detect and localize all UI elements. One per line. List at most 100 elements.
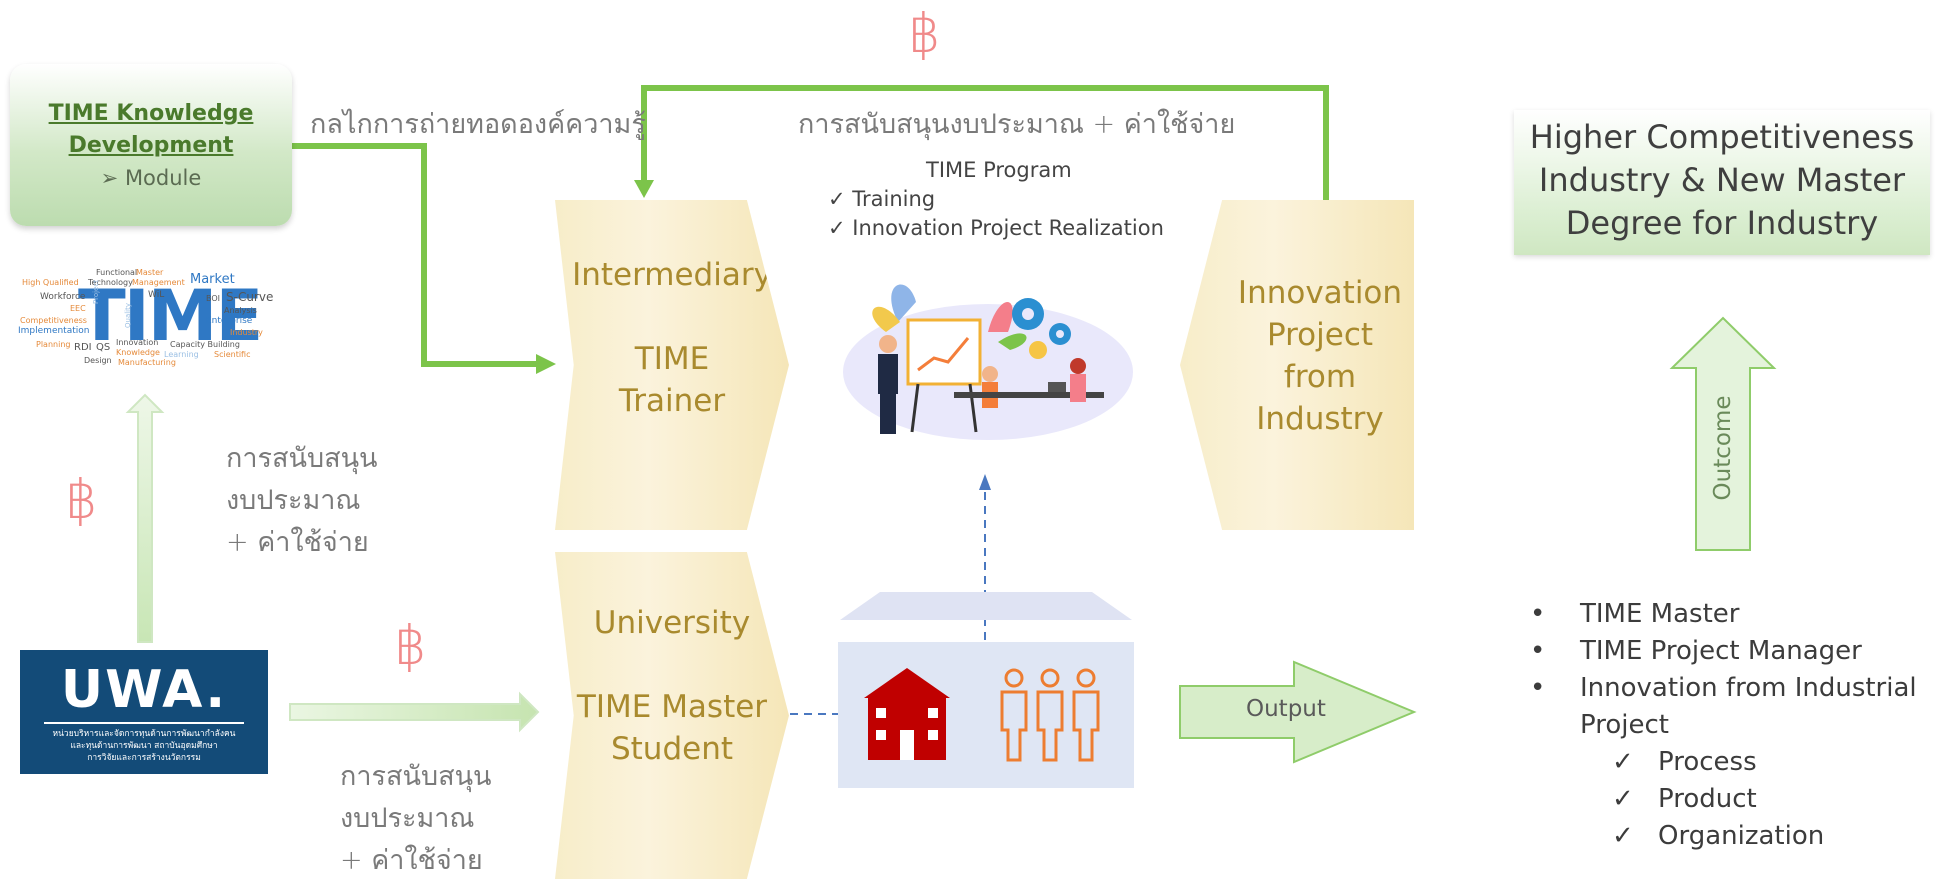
wordcloud-word: Enterprise bbox=[206, 316, 253, 326]
wordcloud-word: Management bbox=[132, 278, 185, 287]
wordcloud-word: Implementation bbox=[18, 326, 90, 336]
outcome-line2: Industry & New Master bbox=[1538, 161, 1906, 199]
time-program-block: TIME Program ✓ Training ✓ Innovation Pro… bbox=[820, 156, 1164, 243]
upw-logo-text: UWA. bbox=[60, 660, 228, 720]
wordcloud-word: High Qualified bbox=[22, 278, 79, 287]
program-title: TIME Program bbox=[926, 158, 1072, 182]
transfer-mechanism-label: กลไกการถ่ายทอดองค์ความรู้ bbox=[310, 109, 646, 140]
knowledge-to-trainer-arrow bbox=[292, 143, 538, 367]
leaf-shape bbox=[988, 302, 1013, 332]
upw-line2: และทุนด้านการพัฒนา สถาบันอุดมศึกษา bbox=[70, 741, 218, 751]
output-arrow-label: Output bbox=[1246, 696, 1326, 722]
leaf-shape bbox=[891, 284, 916, 322]
knowledge-development-card: TIME Knowledge Development ➢ Module bbox=[10, 64, 292, 226]
intermediary-line3: Trainer bbox=[618, 383, 726, 419]
budget-support-top-label: การสนับสนุนงบประมาณ + ค่าใช้จ่าย bbox=[798, 109, 1236, 140]
presentation-board bbox=[906, 318, 982, 386]
baht-symbol-top: ฿ bbox=[907, 2, 942, 65]
campus-roof-shape bbox=[840, 592, 1132, 620]
wordcloud-word: Market bbox=[190, 272, 235, 287]
gear-icon bbox=[1022, 308, 1034, 320]
intermediary-line2: TIME bbox=[634, 341, 710, 377]
board-leg bbox=[910, 383, 920, 433]
campus-panel bbox=[838, 642, 1134, 788]
result-item-continued: Project bbox=[1580, 710, 1669, 740]
university-line2: TIME Master bbox=[576, 689, 768, 725]
campus-up-arrowhead bbox=[979, 474, 991, 490]
wordcloud-word: Workforce bbox=[40, 292, 86, 302]
budget-support-bottom-label: การสนับสนุน งบประมาณ + ค่าใช้จ่าย bbox=[340, 756, 491, 882]
outcome-arrow-label: Outcome bbox=[1710, 395, 1736, 501]
knowledge-title-line2: Development bbox=[68, 133, 234, 158]
leaf-shape bbox=[872, 306, 900, 332]
baht-symbol-left: ฿ bbox=[64, 468, 99, 531]
wordcloud-word: BOI bbox=[206, 294, 221, 303]
wordcloud-word: Analysis bbox=[224, 306, 257, 315]
wordcloud-word: EEC bbox=[70, 304, 86, 313]
intermediary-line1: Intermediary bbox=[572, 257, 772, 293]
presenter-body bbox=[878, 354, 898, 394]
upw-right-arrow bbox=[289, 691, 540, 733]
innovation-line3: from bbox=[1283, 359, 1357, 395]
wordcloud-word: Design bbox=[84, 356, 112, 365]
wordcloud-word: Technology bbox=[88, 278, 133, 287]
innovation-line4: Industry bbox=[1256, 401, 1384, 437]
result-subitem: Product bbox=[1530, 781, 1917, 818]
wordcloud-word: Capacity Building bbox=[170, 340, 240, 349]
wordcloud-word: Functional bbox=[96, 268, 138, 277]
support-left-line3: + ค่าใช้จ่าย bbox=[226, 527, 369, 558]
baht-symbol-bottom: ฿ bbox=[393, 614, 428, 677]
wordcloud-word: Knowledge bbox=[116, 348, 160, 357]
wordcloud-word: Manufacturing bbox=[118, 358, 176, 367]
presenter-head bbox=[879, 335, 897, 353]
wordcloud-word: Project bbox=[92, 280, 100, 304]
result-subitem: Process bbox=[1530, 744, 1917, 781]
university-line1: University bbox=[593, 605, 751, 641]
wordcloud-word: QS bbox=[96, 342, 111, 353]
support-left-line2: งบประมาณ bbox=[226, 485, 361, 516]
wordcloud-word: Industry bbox=[230, 328, 263, 337]
budget-loop-arrowhead bbox=[634, 180, 654, 198]
outcome-line3: Degree for Industry bbox=[1565, 204, 1879, 242]
lightbulb-icon bbox=[1029, 341, 1047, 359]
wordcloud-word: Competitiveness bbox=[20, 316, 87, 325]
innovation-line2: Project bbox=[1266, 317, 1374, 353]
knowledge-module: ➢ Module bbox=[100, 166, 202, 190]
result-item: TIME Project Manager bbox=[1530, 633, 1917, 670]
desk bbox=[954, 392, 1104, 398]
wordcloud-word: Quality bbox=[124, 302, 132, 328]
university-line3: Student bbox=[610, 731, 734, 767]
gear-icon bbox=[1056, 330, 1064, 338]
wordcloud-word: WiL bbox=[148, 290, 165, 300]
university-chevron: University TIME Master Student bbox=[555, 552, 789, 879]
output-arrow bbox=[1179, 660, 1417, 764]
outcome-box: Higher Competitiveness Industry & New Ma… bbox=[1514, 110, 1930, 255]
wordcloud-word: Master bbox=[136, 268, 164, 277]
chart-line-icon bbox=[917, 337, 970, 372]
result-item: TIME Master bbox=[1530, 596, 1917, 633]
upw-line3: การวิจัยและการสร้างนวัตกรรม bbox=[87, 753, 201, 763]
outcome-up-arrow bbox=[1669, 316, 1777, 551]
wordcloud-word: S-Curve bbox=[226, 290, 274, 304]
presenter-legs bbox=[880, 394, 896, 434]
support-bottom-line1: การสนับสนุน bbox=[340, 761, 492, 792]
people-group-icon bbox=[1000, 668, 1100, 762]
leaf-shape bbox=[998, 333, 1027, 350]
student-head bbox=[1070, 358, 1086, 374]
school-icon bbox=[864, 668, 950, 760]
result-subitem: Organization bbox=[1530, 818, 1917, 855]
innovation-industry-chevron: Innovation Project from Industry bbox=[1180, 200, 1414, 530]
training-illustration bbox=[843, 284, 1133, 440]
knowledge-title-line1: TIME Knowledge bbox=[48, 101, 254, 126]
wordcloud-word: Scientific bbox=[214, 350, 251, 359]
wordcloud-word: Planning bbox=[36, 340, 71, 349]
innovation-line1: Innovation bbox=[1237, 275, 1403, 311]
program-item-training: ✓ Training bbox=[828, 187, 936, 211]
wordcloud-word: Innovation bbox=[116, 338, 159, 347]
intermediary-chevron: Intermediary TIME Trainer bbox=[555, 200, 789, 530]
wordcloud-main: TIME bbox=[78, 275, 263, 357]
laptop bbox=[1048, 382, 1066, 392]
support-left-line1: การสนับสนุน bbox=[226, 443, 378, 474]
upw-logo: UWA. หน่วยบริหารและจัดการทุนด้านการพัฒนา… bbox=[20, 650, 268, 774]
